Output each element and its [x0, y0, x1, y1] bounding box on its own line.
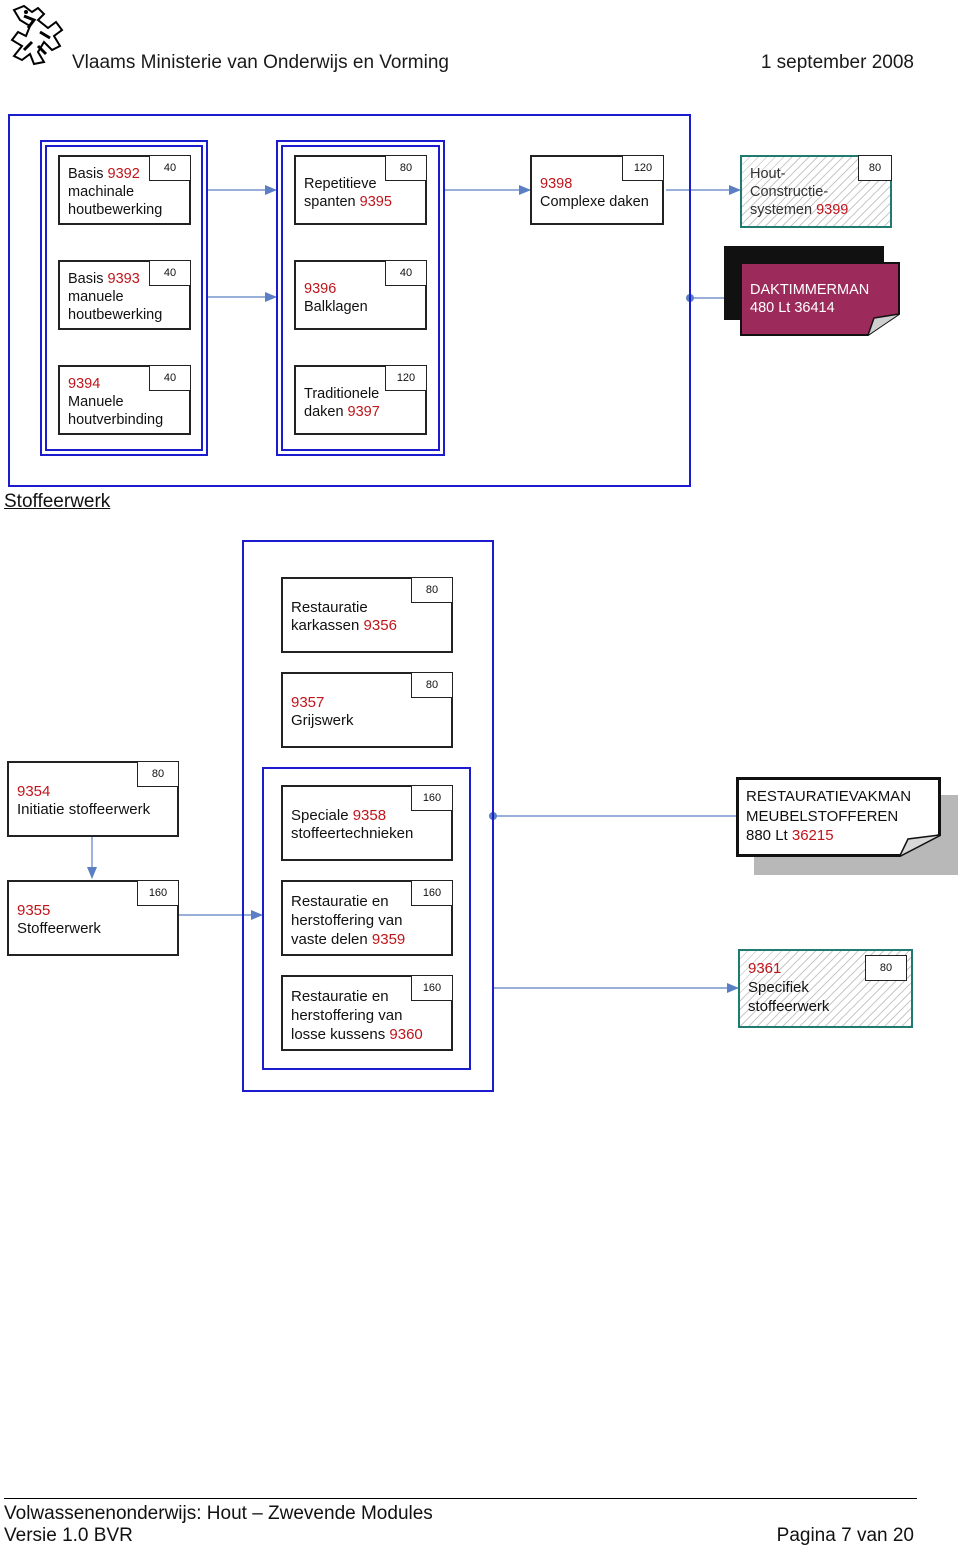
- module-code: 9357: [291, 694, 325, 711]
- diploma-card-shape: [740, 262, 900, 336]
- footer-version: Versie 1.0 BVR: [4, 1525, 133, 1546]
- hours-badge: 40: [149, 260, 191, 286]
- diploma-code: 36215: [791, 827, 834, 844]
- module-code: 9399: [816, 202, 849, 218]
- footer-divider: [4, 1498, 917, 1499]
- stoffeer-outer-frame: [242, 540, 494, 1092]
- hours-badge: 80: [137, 761, 179, 787]
- hout-column-2-frame: [276, 140, 445, 456]
- hours-badge: 40: [385, 260, 427, 286]
- hours-badge: 160: [137, 880, 179, 906]
- footer-title: Volwassenenonderwijs: Hout – Zwevende Mo…: [4, 1503, 433, 1524]
- hours-badge: 80: [858, 155, 892, 181]
- module-code: 9398: [540, 176, 573, 192]
- module-code: 9397: [347, 404, 380, 420]
- diploma-title: DAKTIMMERMAN: [750, 282, 870, 298]
- diploma-card-shape: [736, 777, 941, 857]
- module-9399[interactable]: Hout-Constructie-systemen 9399 80: [740, 155, 892, 228]
- module-code: 9396: [304, 281, 337, 297]
- hours-badge: 40: [149, 155, 191, 181]
- section-title-stoffeerwerk: Stoffeerwerk: [4, 491, 111, 512]
- diploma-daktimmerman[interactable]: DAKTIMMERMAN 480 Lt 36414: [740, 262, 900, 336]
- diploma-title: RESTAURATIEVAKMAN: [746, 788, 912, 805]
- hours-badge: 40: [149, 365, 191, 391]
- module-code: 9392: [107, 166, 140, 182]
- module-code: 9356: [363, 617, 397, 634]
- module-code: 9361: [748, 960, 782, 977]
- hours-badge: 80: [411, 577, 453, 603]
- footer-page-number: Pagina 7 van 20: [776, 1525, 914, 1546]
- hours-badge: 160: [411, 785, 453, 811]
- hours-badge: 80: [385, 155, 427, 181]
- hours-badge: 160: [411, 975, 453, 1001]
- diploma-hours: 480 Lt 36414: [750, 300, 835, 316]
- hours-badge: 120: [385, 365, 427, 391]
- header-date: 1 september 2008: [760, 52, 914, 73]
- module-code: 9354: [17, 783, 51, 800]
- module-code: 9358: [352, 807, 387, 824]
- hours-badge: 80: [865, 955, 907, 981]
- diploma-subtitle: MEUBELSTOFFEREN: [746, 807, 899, 825]
- module-code: 9360: [389, 1026, 423, 1043]
- module-code: 9394: [68, 376, 101, 392]
- hours-badge: 80: [411, 672, 453, 698]
- hout-column-1-frame: [40, 140, 208, 456]
- module-code: 9355: [17, 902, 51, 919]
- hours-badge: 120: [622, 155, 664, 181]
- flemish-lion-logo: [10, 4, 64, 66]
- hours-badge: 160: [411, 880, 453, 906]
- diploma-restauratievakman[interactable]: RESTAURATIEVAKMAN MEUBELSTOFFEREN 880 Lt…: [736, 777, 941, 857]
- stoffeer-inner-frame: [262, 767, 471, 1070]
- module-code: 9359: [371, 931, 406, 948]
- ministry-name: Vlaams Ministerie van Onderwijs en Vormi…: [72, 52, 449, 73]
- module-code: 9395: [359, 194, 392, 210]
- hout-outer-frame: [8, 114, 691, 487]
- module-code: 9393: [107, 271, 140, 287]
